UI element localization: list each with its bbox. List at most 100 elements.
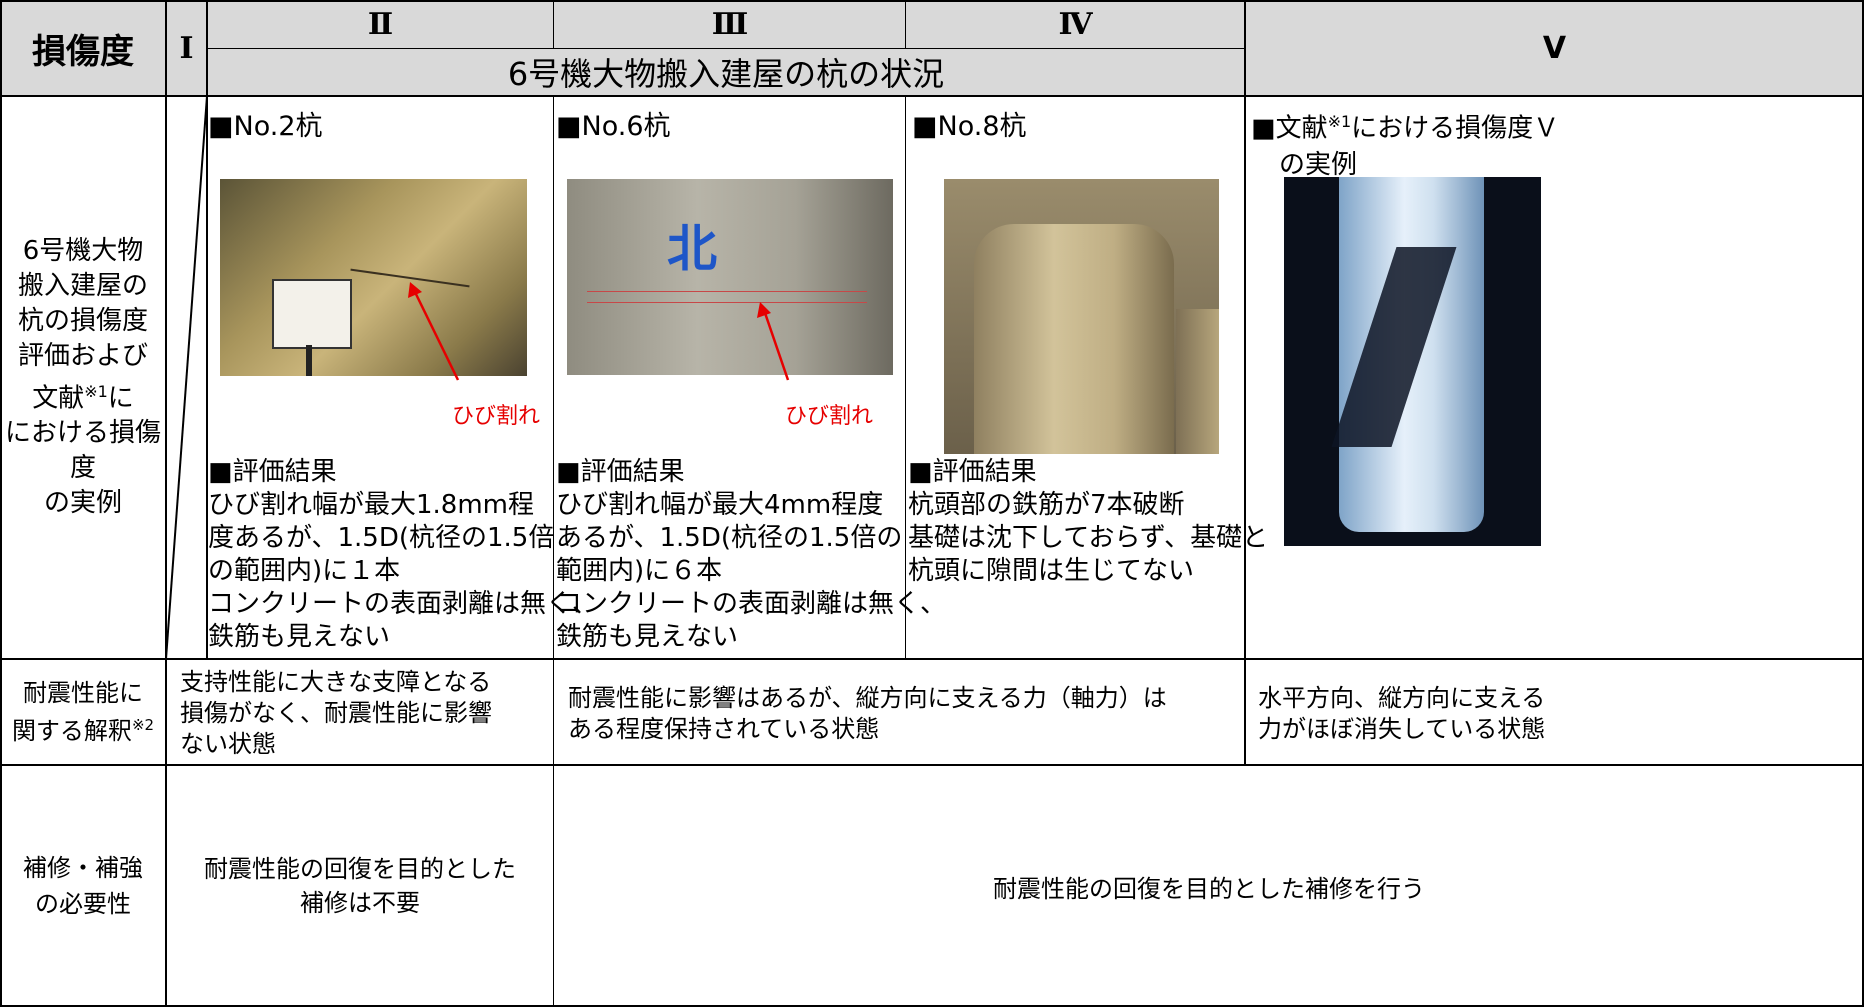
grid-line xyxy=(1862,0,1864,1007)
grid-line xyxy=(0,1005,1864,1007)
pile-no2-crack-arrow xyxy=(408,282,460,381)
pile-no8-side-column xyxy=(1176,309,1219,454)
pile-no2-crack-label: ひび割れ xyxy=(452,404,541,429)
pile-no2-board-post xyxy=(306,345,312,376)
grade-1-label: Ⅰ xyxy=(179,30,194,66)
pile-no6-result-line: 範囲内)に６本 xyxy=(556,556,723,586)
pile-no6-marking: 北 xyxy=(667,220,717,278)
building-status-heading: 6号機大物搬入建屋の杭の状況 xyxy=(507,55,945,93)
pile-no2-result-line: 度あるが、1.5D(杭径の1.5倍 xyxy=(208,523,555,553)
literature-photo xyxy=(1284,177,1541,546)
evaluation-row-label: 6号機大物 搬入建屋の 杭の損傷度 評価および 文献※1に における損傷度 の実… xyxy=(0,96,166,659)
repair-grade1-2: 耐震性能の回復を目的とした 補修は不要 xyxy=(166,765,554,1007)
literature-title-prefix: ■文献 xyxy=(1251,113,1328,144)
pile-no6-result-line: 鉄筋も見えない xyxy=(556,622,739,652)
evaluation-label-line: 文献※1に xyxy=(32,374,134,417)
pile-no8-result-title: ■評価結果 xyxy=(908,457,1037,487)
pile-no2-result: ■評価結果 ひび割れ幅が最大1.8mm程 度あるが、1.5D(杭径の1.5倍 の… xyxy=(208,456,598,654)
literature-footnote-mark: ※1 xyxy=(1327,112,1352,131)
repair-grade1-2-line: 耐震性能の回復を目的とした xyxy=(204,855,516,883)
header-grade5-cell xyxy=(1245,0,1864,96)
grade-2-label: Ⅱ xyxy=(367,6,394,42)
pile-no6-result-title: ■評価結果 xyxy=(556,457,685,487)
evaluation-label-line: の実例 xyxy=(43,488,122,519)
pile-no6-result-line: あるが、1.5D(杭径の1.5倍の xyxy=(556,523,903,553)
literature-title: ■文献※1における損傷度Ｖ の実例 xyxy=(1251,104,1559,183)
evaluation-label-line: 6号機大物 xyxy=(22,235,144,266)
pile-no2-result-line: 鉄筋も見えない xyxy=(208,622,391,652)
pile-no2-photo xyxy=(220,179,527,376)
grid-line xyxy=(905,96,906,659)
grid-line xyxy=(0,0,2,1007)
pile-no2-result-line: コンクリートの表面剥離は無く、 xyxy=(208,589,599,619)
pile-no2-result-title: ■評価結果 xyxy=(208,457,337,487)
repair-label-line: 補修・補強 xyxy=(23,854,143,882)
seismic-grade1-2-line: 支持性能に大きな支障となる xyxy=(180,668,492,696)
repair-row-label: 補修・補強 の必要性 xyxy=(0,765,166,1007)
grid-line xyxy=(553,0,554,49)
seismic-grade1-2-line: ない状態 xyxy=(180,730,276,758)
pile-no8-result-line: 杭頭部の鉄筋が7本破断 xyxy=(908,490,1185,520)
pile-no6-result-line: ひび割れ幅が最大4mm程度 xyxy=(556,490,884,520)
literature-title-line2: の実例 xyxy=(1279,149,1358,180)
grid-line xyxy=(165,0,167,1007)
grid-line xyxy=(0,658,1864,660)
repair-label-line: の必要性 xyxy=(35,890,131,918)
grade-3-label: Ⅲ xyxy=(711,6,749,42)
pile-no6-photo: 北 xyxy=(567,179,893,375)
pile-no6-title: ■No.6杭 xyxy=(556,111,671,142)
seismic-grade3-4-line: ある程度保持されている状態 xyxy=(568,715,880,743)
header-grade1-cell xyxy=(166,0,207,96)
footnote-2-mark: ※2 xyxy=(131,716,155,734)
grid-line xyxy=(1244,0,1246,765)
repair-grade1-2-line: 補修は不要 xyxy=(300,889,420,917)
pile-no8-photo xyxy=(944,179,1219,454)
seismic-grade1-2-line: 損傷がなく、耐震性能に影響 xyxy=(180,699,492,727)
seismic-row-label: 耐震性能に 関する解釈※2 xyxy=(0,659,166,765)
pile-no8-result: ■評価結果 杭頭部の鉄筋が7本破断 基礎は沈下しておらず、基礎と 杭頭に隙間は生… xyxy=(908,456,1268,588)
evaluation-label-line: における損傷度 xyxy=(4,418,161,484)
damage-label: 損傷度 xyxy=(32,31,134,72)
footnote-1-mark: ※1 xyxy=(84,381,108,401)
literature-title-suffix: における損傷度Ｖ xyxy=(1351,113,1560,144)
grid-line xyxy=(207,48,1245,49)
pile-no2-result-line: の範囲内)に１本 xyxy=(208,556,401,586)
pile-no6-result-line: コンクリートの表面剥離は無く、 xyxy=(556,589,947,619)
grid-line xyxy=(0,95,1864,97)
seismic-grade5-line: 水平方向、縦方向に支える xyxy=(1258,684,1546,712)
evaluation-label-line: 搬入建屋の xyxy=(17,270,148,301)
evaluation-label-line: 評価および xyxy=(17,340,148,371)
pile-no8-result-line: 杭頭に隙間は生じてない xyxy=(908,556,1195,586)
pile-no6-result: ■評価結果 ひび割れ幅が最大4mm程度 あるが、1.5D(杭径の1.5倍の 範囲… xyxy=(556,456,946,654)
seismic-grade3-4-line: 耐震性能に影響はあるが、縦方向に支える力（軸力）は xyxy=(568,684,1167,712)
seismic-label-line: 耐震性能に xyxy=(23,679,143,707)
pile-no2-board xyxy=(272,279,352,349)
evaluation-label-line: 杭の損傷度 xyxy=(17,305,148,336)
seismic-label-text: 関する解釈 xyxy=(11,717,132,745)
header-damage-cell xyxy=(0,0,166,96)
pile-no8-column xyxy=(974,224,1174,454)
evaluation-label-tail: に xyxy=(107,383,134,414)
grid-line xyxy=(553,96,554,1007)
pile-no6-crack-line xyxy=(587,291,867,292)
seismic-grade1-2: 支持性能に大きな支障となる 損傷がなく、耐震性能に影響 ない状態 xyxy=(180,667,492,760)
pile-no2-title: ■No.2杭 xyxy=(208,111,323,142)
grid-line xyxy=(0,0,1864,2)
literature-word: 文献 xyxy=(32,383,85,414)
seismic-grade3-4: 耐震性能に影響はあるが、縦方向に支える力（軸力）は ある程度保持されている状態 xyxy=(568,683,1167,745)
grade1-diagonal-line xyxy=(166,96,207,659)
pile-no2-result-line: ひび割れ幅が最大1.8mm程 xyxy=(208,490,535,520)
grid-line xyxy=(905,0,906,49)
grid-line xyxy=(206,0,208,659)
pile-no6-crack-label: ひび割れ xyxy=(785,404,874,429)
pile-no8-result-line: 基礎は沈下しておらず、基礎と xyxy=(908,523,1269,553)
pile-no6-crack-line xyxy=(587,302,867,303)
literature-title-line1: ■文献※1における損傷度Ｖ xyxy=(1251,104,1559,147)
pile-no6-crack-arrow xyxy=(757,302,790,381)
seismic-grade5-line: 力がほぼ消失している状態 xyxy=(1258,715,1546,743)
repair-grade3-5: 耐震性能の回復を目的とした補修を行う xyxy=(993,874,1425,903)
seismic-label-line: 関する解釈※2 xyxy=(12,709,154,747)
grid-line xyxy=(0,764,1864,766)
grade-4-label: Ⅳ xyxy=(1058,6,1093,42)
grade-5-label: Ⅴ xyxy=(1542,30,1567,66)
